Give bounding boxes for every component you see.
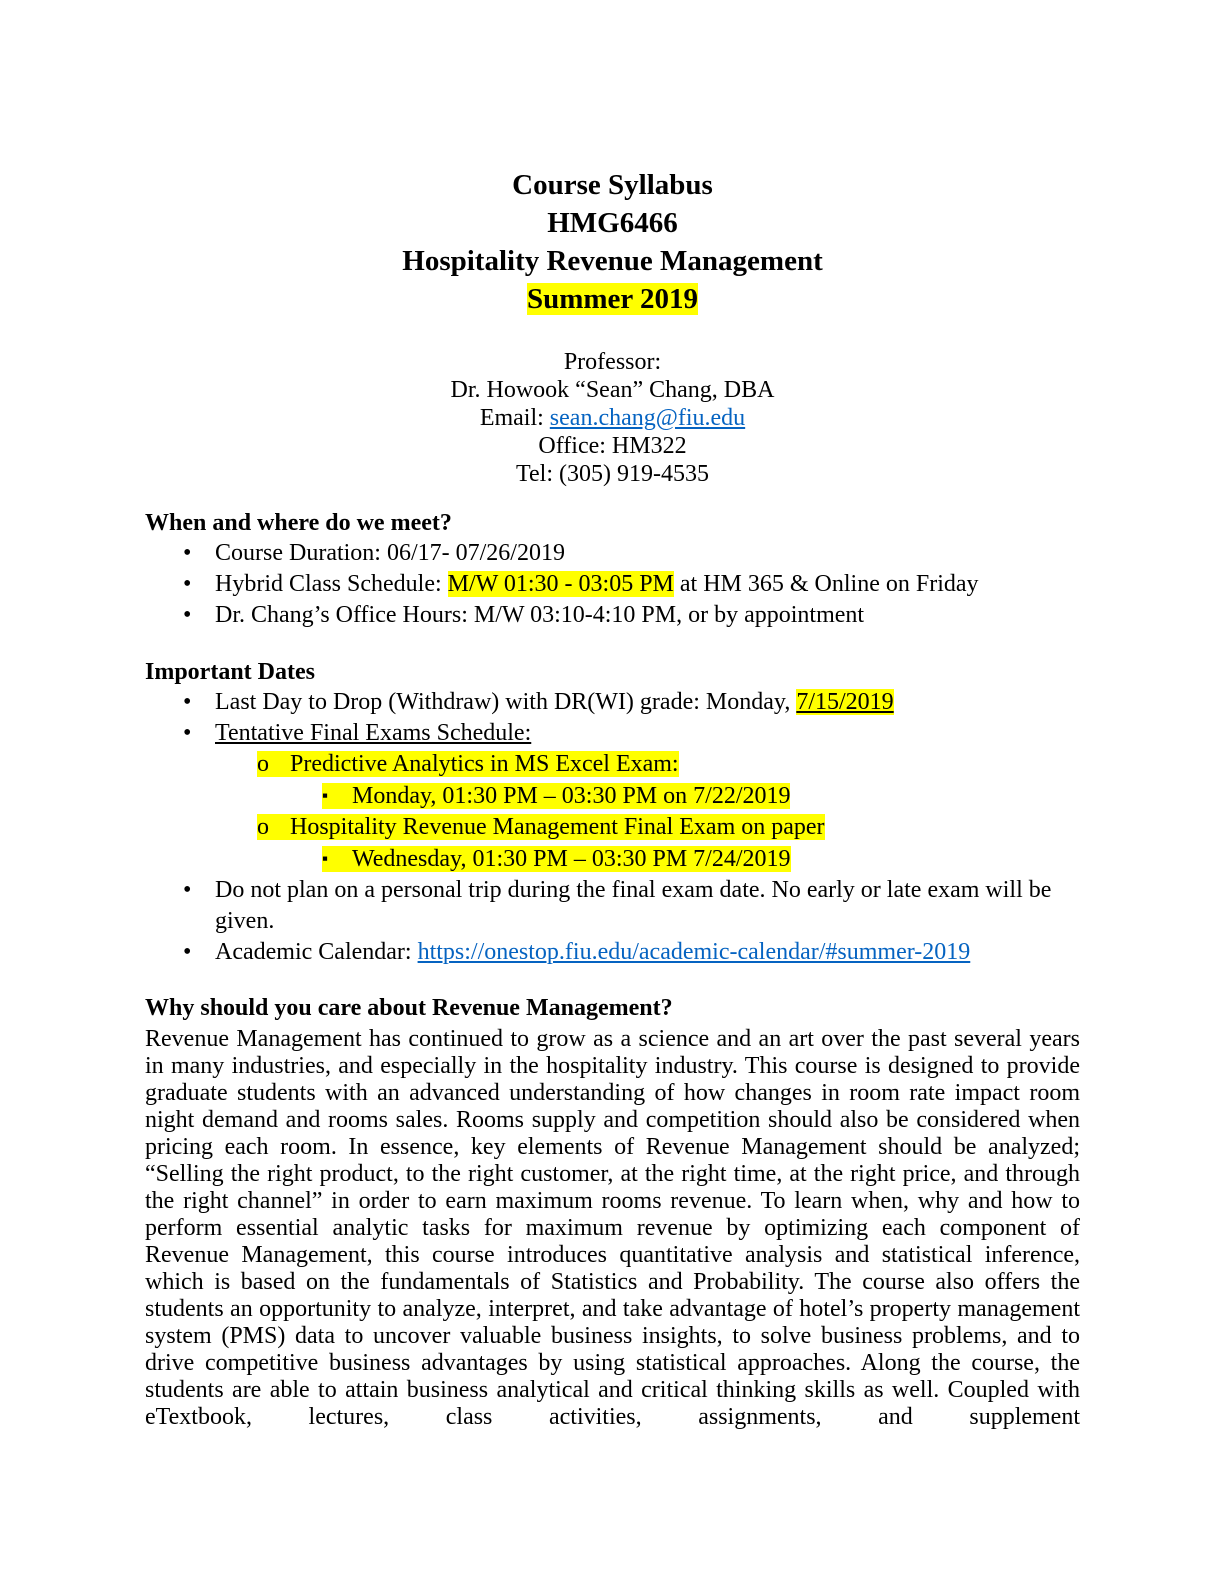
course-code: HMG6466 bbox=[547, 207, 678, 239]
schedule-prefix: Hybrid Class Schedule: bbox=[215, 571, 448, 597]
circle-bullet-icon: o bbox=[257, 814, 269, 840]
important-dates-heading: Important Dates bbox=[145, 659, 315, 685]
bullet-icon: • bbox=[183, 602, 192, 628]
bullet-icon: • bbox=[183, 571, 192, 597]
list-item-exam2-title: o Hospitality Revenue Management Final Ex… bbox=[145, 812, 1080, 843]
bullet-icon: • bbox=[183, 720, 192, 746]
drop-date-prefix: Last Day to Drop (Withdraw) with DR(WI) … bbox=[215, 689, 797, 715]
important-dates-section: Important Dates • Last Day to Drop (Withd… bbox=[145, 657, 1080, 968]
list-item-exam1-time: ▪ Monday, 01:30 PM – 03:30 PM on 7/22/201… bbox=[145, 780, 1080, 812]
course-duration-text: Course Duration: 06/17- 07/26/2019 bbox=[215, 540, 565, 566]
meeting-section: When and where do we meet? • Course Durat… bbox=[145, 508, 1080, 631]
exam2-title-text: Hospitality Revenue Management Final Exa… bbox=[290, 814, 825, 840]
square-bullet-icon: ▪ bbox=[322, 786, 329, 805]
why-section: Why should you care about Revenue Manage… bbox=[145, 993, 1080, 1431]
no-trip-text: Do not plan on a personal trip during th… bbox=[215, 877, 1052, 934]
list-item-exam1-title: o Predictive Analytics in MS Excel Exam: bbox=[145, 749, 1080, 780]
list-item-office-hours: • Dr. Chang’s Office Hours: M/W 03:10-4:1… bbox=[145, 600, 1080, 631]
email-link[interactable]: sean.chang@fiu.edu bbox=[549, 405, 746, 431]
schedule-time-highlight: M/W 01:30 - 03:05 PM bbox=[447, 571, 674, 597]
term-line: Summer 2019 bbox=[145, 280, 1080, 318]
square-bullet-icon: ▪ bbox=[322, 849, 329, 868]
term-highlight: Summer 2019 bbox=[526, 283, 699, 315]
bullet-icon: • bbox=[183, 939, 192, 965]
exam1-title-highlight: o Predictive Analytics in MS Excel Exam: bbox=[257, 751, 679, 777]
bullet-icon: • bbox=[183, 540, 192, 566]
list-item-exam2-time: ▪ Wednesday, 01:30 PM – 03:30 PM 7/24/201… bbox=[145, 843, 1080, 875]
list-item-course-duration: • Course Duration: 06/17- 07/26/2019 bbox=[145, 538, 1080, 569]
professor-label: Professor: bbox=[563, 349, 662, 375]
exam1-time-highlight: ▪ Monday, 01:30 PM – 03:30 PM on 7/22/201… bbox=[322, 783, 791, 809]
why-heading: Why should you care about Revenue Manage… bbox=[145, 995, 673, 1021]
title-block: Course Syllabus HMG6466 Hospitality Reve… bbox=[145, 166, 1080, 318]
exam2-time-text: Wednesday, 01:30 PM – 03:30 PM 7/24/2019 bbox=[352, 846, 791, 872]
document-title: Course Syllabus bbox=[512, 169, 713, 201]
bullet-icon: • bbox=[183, 877, 192, 903]
list-item-drop-date: • Last Day to Drop (Withdraw) with DR(WI)… bbox=[145, 687, 1080, 718]
list-item-finals-schedule: • Tentative Final Exams Schedule: bbox=[145, 718, 1080, 749]
office-hours-text: Dr. Chang’s Office Hours: M/W 03:10-4:10… bbox=[215, 602, 865, 628]
academic-calendar-link[interactable]: https://onestop.fiu.edu/academic-calenda… bbox=[417, 939, 971, 965]
professor-name: Dr. Howook “Sean” Chang, DBA bbox=[450, 377, 775, 403]
exam1-title-text: Predictive Analytics in MS Excel Exam: bbox=[290, 751, 679, 777]
meeting-heading: When and where do we meet? bbox=[145, 510, 452, 536]
circle-bullet-icon: o bbox=[257, 751, 269, 777]
exam2-title-highlight: o Hospitality Revenue Management Final Ex… bbox=[257, 814, 825, 840]
list-item-academic-calendar: • Academic Calendar: https://onestop.fiu.… bbox=[145, 937, 1080, 968]
professor-email-line: Email: sean.chang@fiu.edu bbox=[145, 404, 1080, 432]
list-item-no-trip: • Do not plan on a personal trip during t… bbox=[145, 875, 1080, 937]
schedule-suffix: at HM 365 & Online on Friday bbox=[673, 571, 979, 597]
email-label: Email: bbox=[479, 405, 550, 431]
why-paragraph: Revenue Management has continued to grow… bbox=[145, 1026, 1080, 1430]
professor-block: Professor: Dr. Howook “Sean” Chang, DBA … bbox=[145, 348, 1080, 488]
exam1-time-text: Monday, 01:30 PM – 03:30 PM on 7/22/2019 bbox=[352, 783, 791, 809]
drop-date-highlight: 7/15/2019 bbox=[796, 689, 894, 715]
calendar-label: Academic Calendar: bbox=[215, 939, 418, 965]
exam2-time-highlight: ▪ Wednesday, 01:30 PM – 03:30 PM 7/24/201… bbox=[322, 846, 791, 872]
professor-office: Office: HM322 bbox=[538, 433, 687, 459]
list-item-class-schedule: • Hybrid Class Schedule: M/W 01:30 - 03:0… bbox=[145, 569, 1080, 600]
bullet-icon: • bbox=[183, 689, 192, 715]
finals-schedule-text: Tentative Final Exams Schedule: bbox=[215, 720, 532, 746]
professor-phone: Tel: (305) 919-4535 bbox=[516, 461, 709, 487]
course-name: Hospitality Revenue Management bbox=[402, 245, 823, 277]
